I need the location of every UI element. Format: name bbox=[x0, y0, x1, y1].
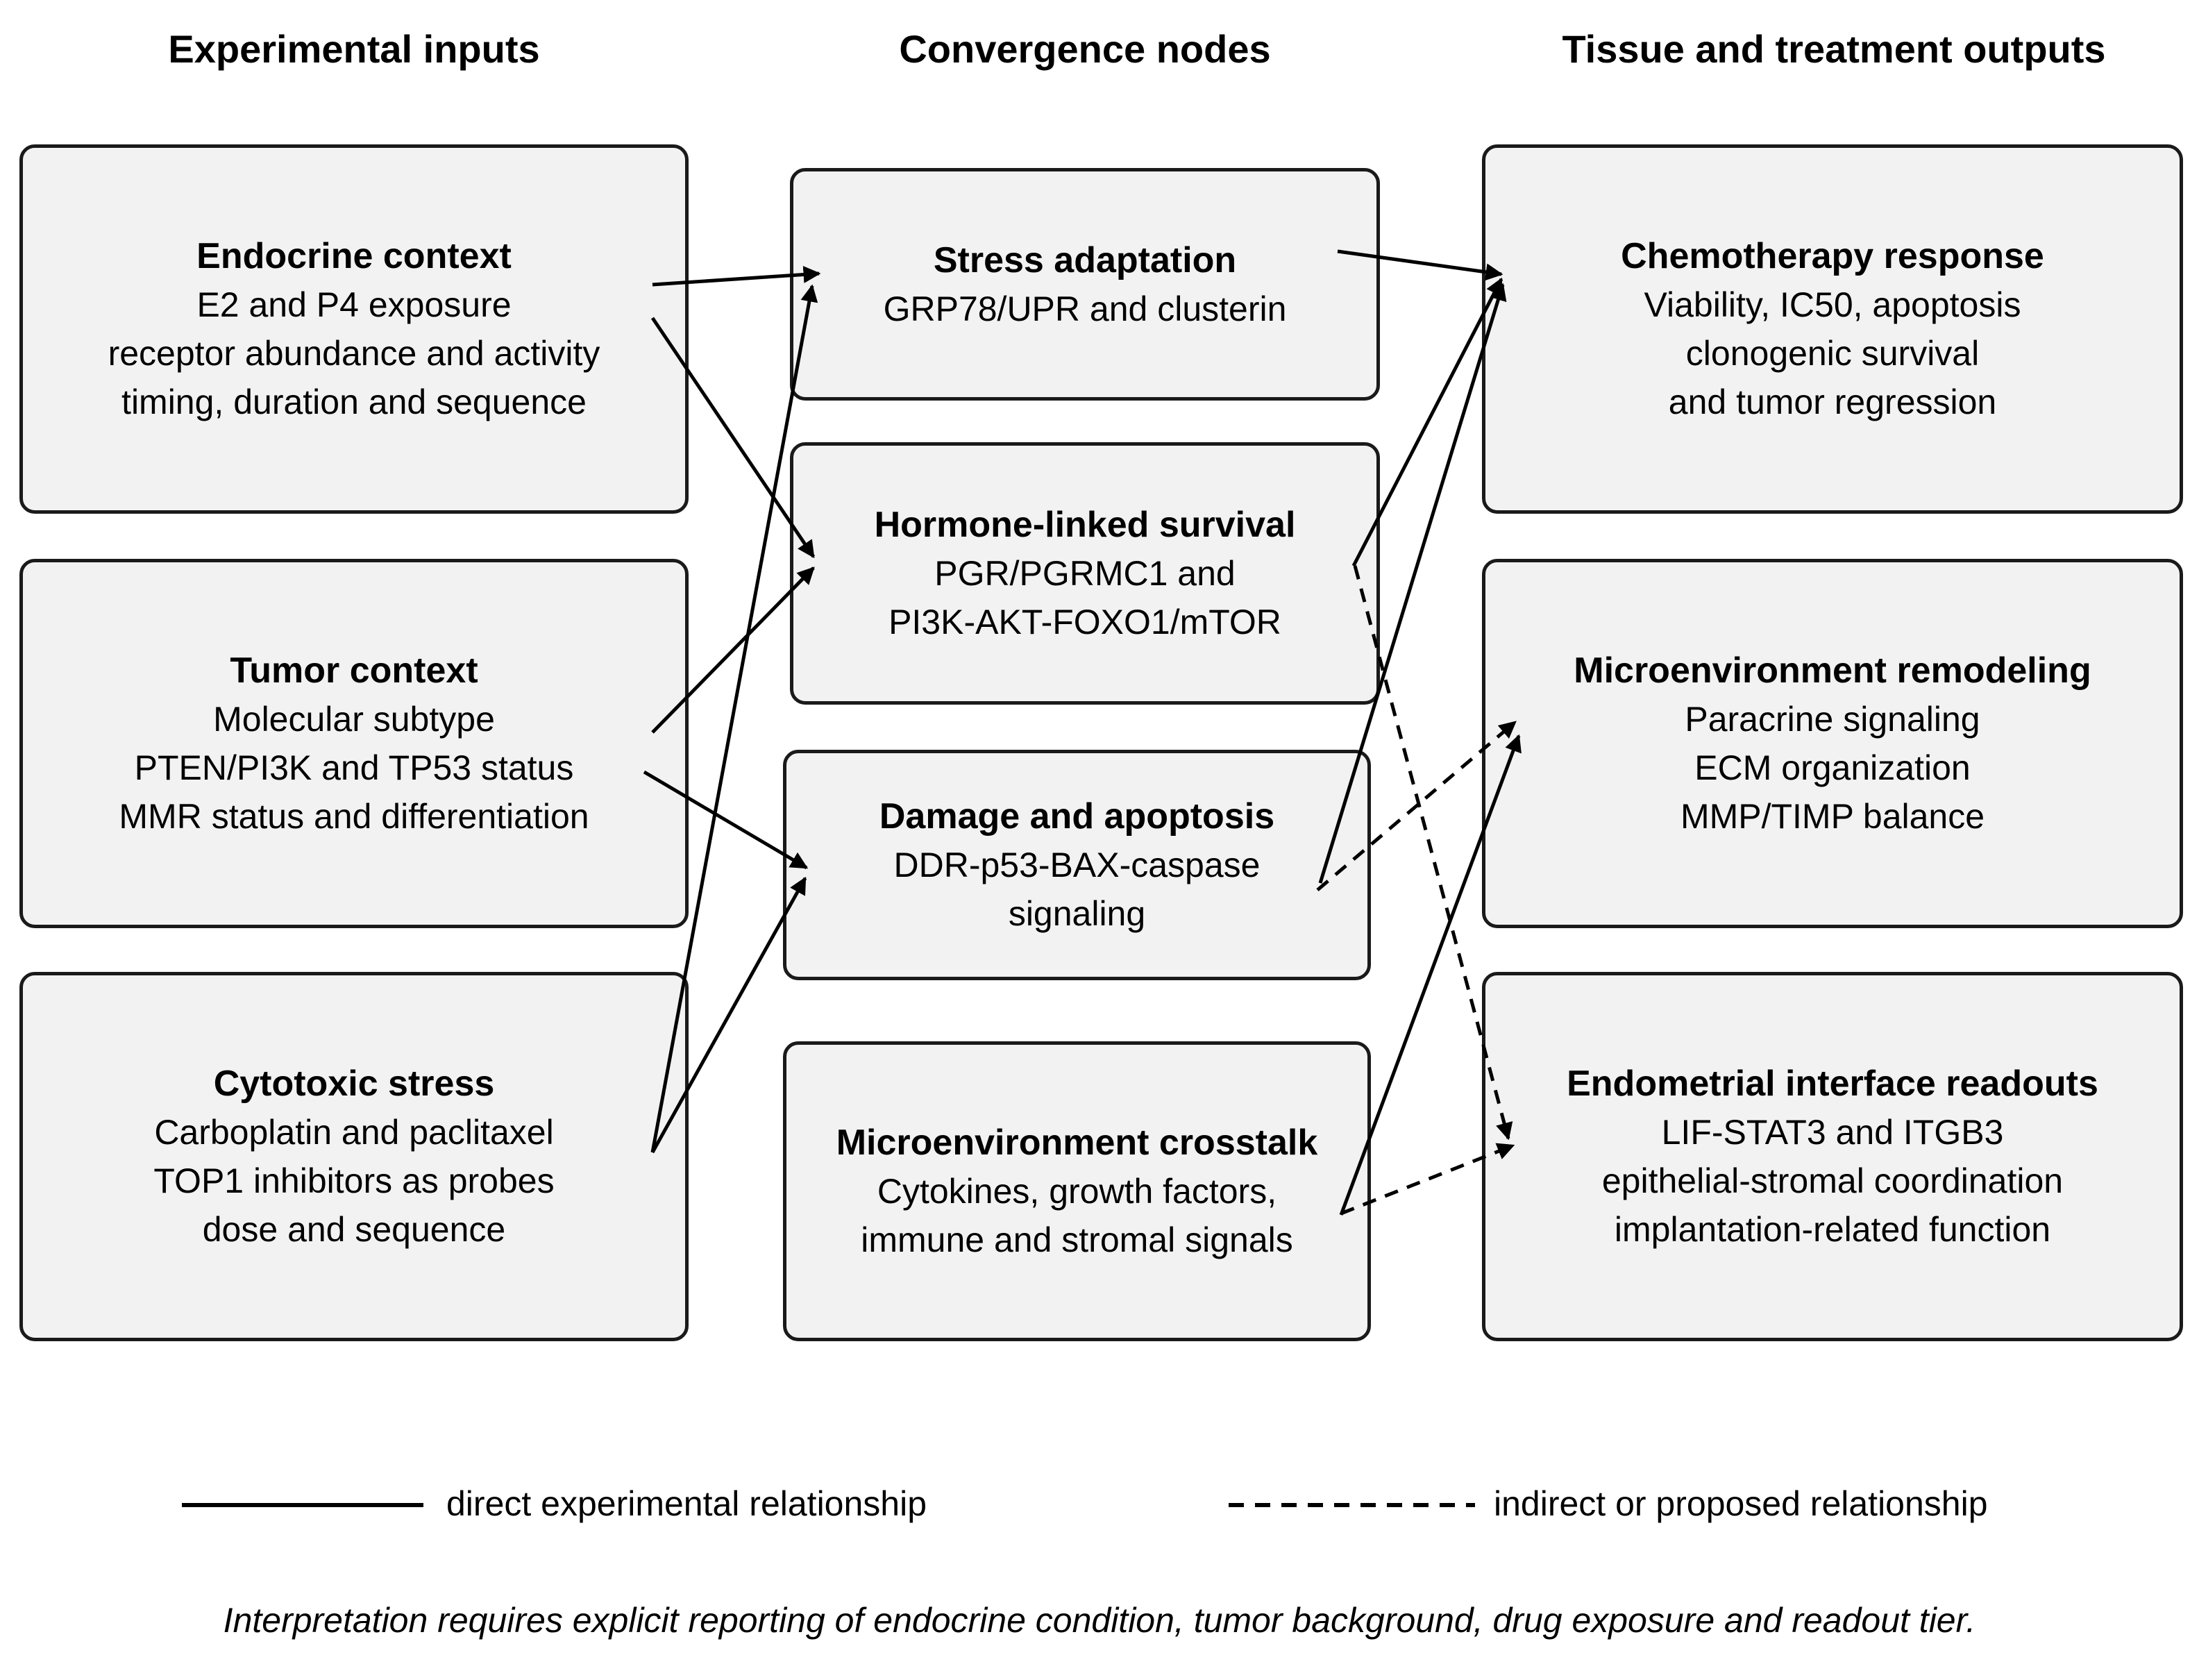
output-line: ECM organization bbox=[1694, 748, 1971, 787]
output-title: Microenvironment remodeling bbox=[1574, 650, 2091, 691]
node-line: PI3K-AKT-FOXO1/mTOR bbox=[888, 603, 1281, 641]
output-box-microenvironment-remodeling: Microenvironment remodeling Paracrine si… bbox=[1482, 559, 2183, 928]
legend-solid-label: direct experimental relationship bbox=[446, 1484, 927, 1523]
node-line: DDR-p53-BAX-caspase bbox=[893, 846, 1261, 884]
output-line: MMP/TIMP balance bbox=[1680, 797, 1985, 836]
node-title: Damage and apoptosis bbox=[879, 796, 1275, 837]
output-box-endometrial-interface-readouts: Endometrial interface readouts LIF-STAT3… bbox=[1482, 972, 2183, 1341]
output-line: clonogenic survival bbox=[1685, 334, 1980, 373]
column-heading-nodes: Convergence nodes bbox=[899, 27, 1271, 71]
node-line: immune and stromal signals bbox=[861, 1220, 1293, 1259]
column-heading-inputs: Experimental inputs bbox=[168, 27, 540, 71]
node-box-stress-adaptation: Stress adaptation GRP78/UPR and clusteri… bbox=[790, 168, 1380, 401]
output-line: and tumor regression bbox=[1668, 383, 1997, 421]
input-box-cytotoxic-stress: Cytotoxic stress Carboplatin and paclita… bbox=[19, 972, 689, 1341]
output-line: Paracrine signaling bbox=[1685, 700, 1980, 739]
node-box-damage-and-apoptosis: Damage and apoptosis DDR-p53-BAX-caspase… bbox=[783, 750, 1371, 980]
legend-dashed-label: indirect or proposed relationship bbox=[1494, 1484, 1988, 1523]
input-line: E2 and P4 exposure bbox=[196, 285, 512, 324]
input-line: PTEN/PI3K and TP53 status bbox=[134, 748, 574, 787]
input-line: timing, duration and sequence bbox=[121, 383, 587, 421]
output-box-chemotherapy-response: Chemotherapy response Viability, IC50, a… bbox=[1482, 144, 2183, 514]
input-box-tumor-context: Tumor context Molecular subtype PTEN/PI3… bbox=[19, 559, 689, 928]
column-heading-outputs: Tissue and treatment outputs bbox=[1562, 27, 2106, 71]
footnote: Interpretation requires explicit reporti… bbox=[223, 1601, 1976, 1640]
node-title: Microenvironment crosstalk bbox=[836, 1123, 1318, 1163]
input-line: Molecular subtype bbox=[213, 700, 495, 739]
node-line: GRP78/UPR and clusterin bbox=[883, 289, 1287, 328]
node-box-microenvironment-crosstalk: Microenvironment crosstalk Cytokines, gr… bbox=[783, 1041, 1371, 1341]
input-line: TOP1 inhibitors as probes bbox=[153, 1161, 555, 1200]
input-box-endocrine-context: Endocrine context E2 and P4 exposure rec… bbox=[19, 144, 689, 514]
input-line: receptor abundance and activity bbox=[108, 334, 600, 373]
output-line: LIF-STAT3 and ITGB3 bbox=[1661, 1113, 2004, 1152]
node-box-hormone-linked-survival: Hormone-linked survival PGR/PGRMC1 and P… bbox=[790, 442, 1380, 705]
node-title: Stress adaptation bbox=[933, 240, 1237, 280]
input-title: Endocrine context bbox=[196, 236, 512, 276]
node-line: signaling bbox=[1008, 894, 1146, 933]
input-title: Cytotoxic stress bbox=[213, 1064, 495, 1104]
node-line: PGR/PGRMC1 and bbox=[934, 554, 1236, 593]
output-line: Viability, IC50, apoptosis bbox=[1644, 285, 2021, 324]
output-title: Endometrial interface readouts bbox=[1567, 1064, 2098, 1104]
node-line: Cytokines, growth factors, bbox=[877, 1172, 1277, 1211]
input-line: dose and sequence bbox=[202, 1210, 506, 1249]
output-line: implantation-related function bbox=[1614, 1210, 2051, 1249]
input-line: Carboplatin and paclitaxel bbox=[154, 1113, 554, 1152]
output-title: Chemotherapy response bbox=[1621, 236, 2044, 276]
node-title: Hormone-linked survival bbox=[874, 505, 1296, 545]
input-line: MMR status and differentiation bbox=[119, 797, 589, 836]
output-line: epithelial-stromal coordination bbox=[1601, 1161, 2064, 1200]
input-title: Tumor context bbox=[230, 650, 478, 691]
